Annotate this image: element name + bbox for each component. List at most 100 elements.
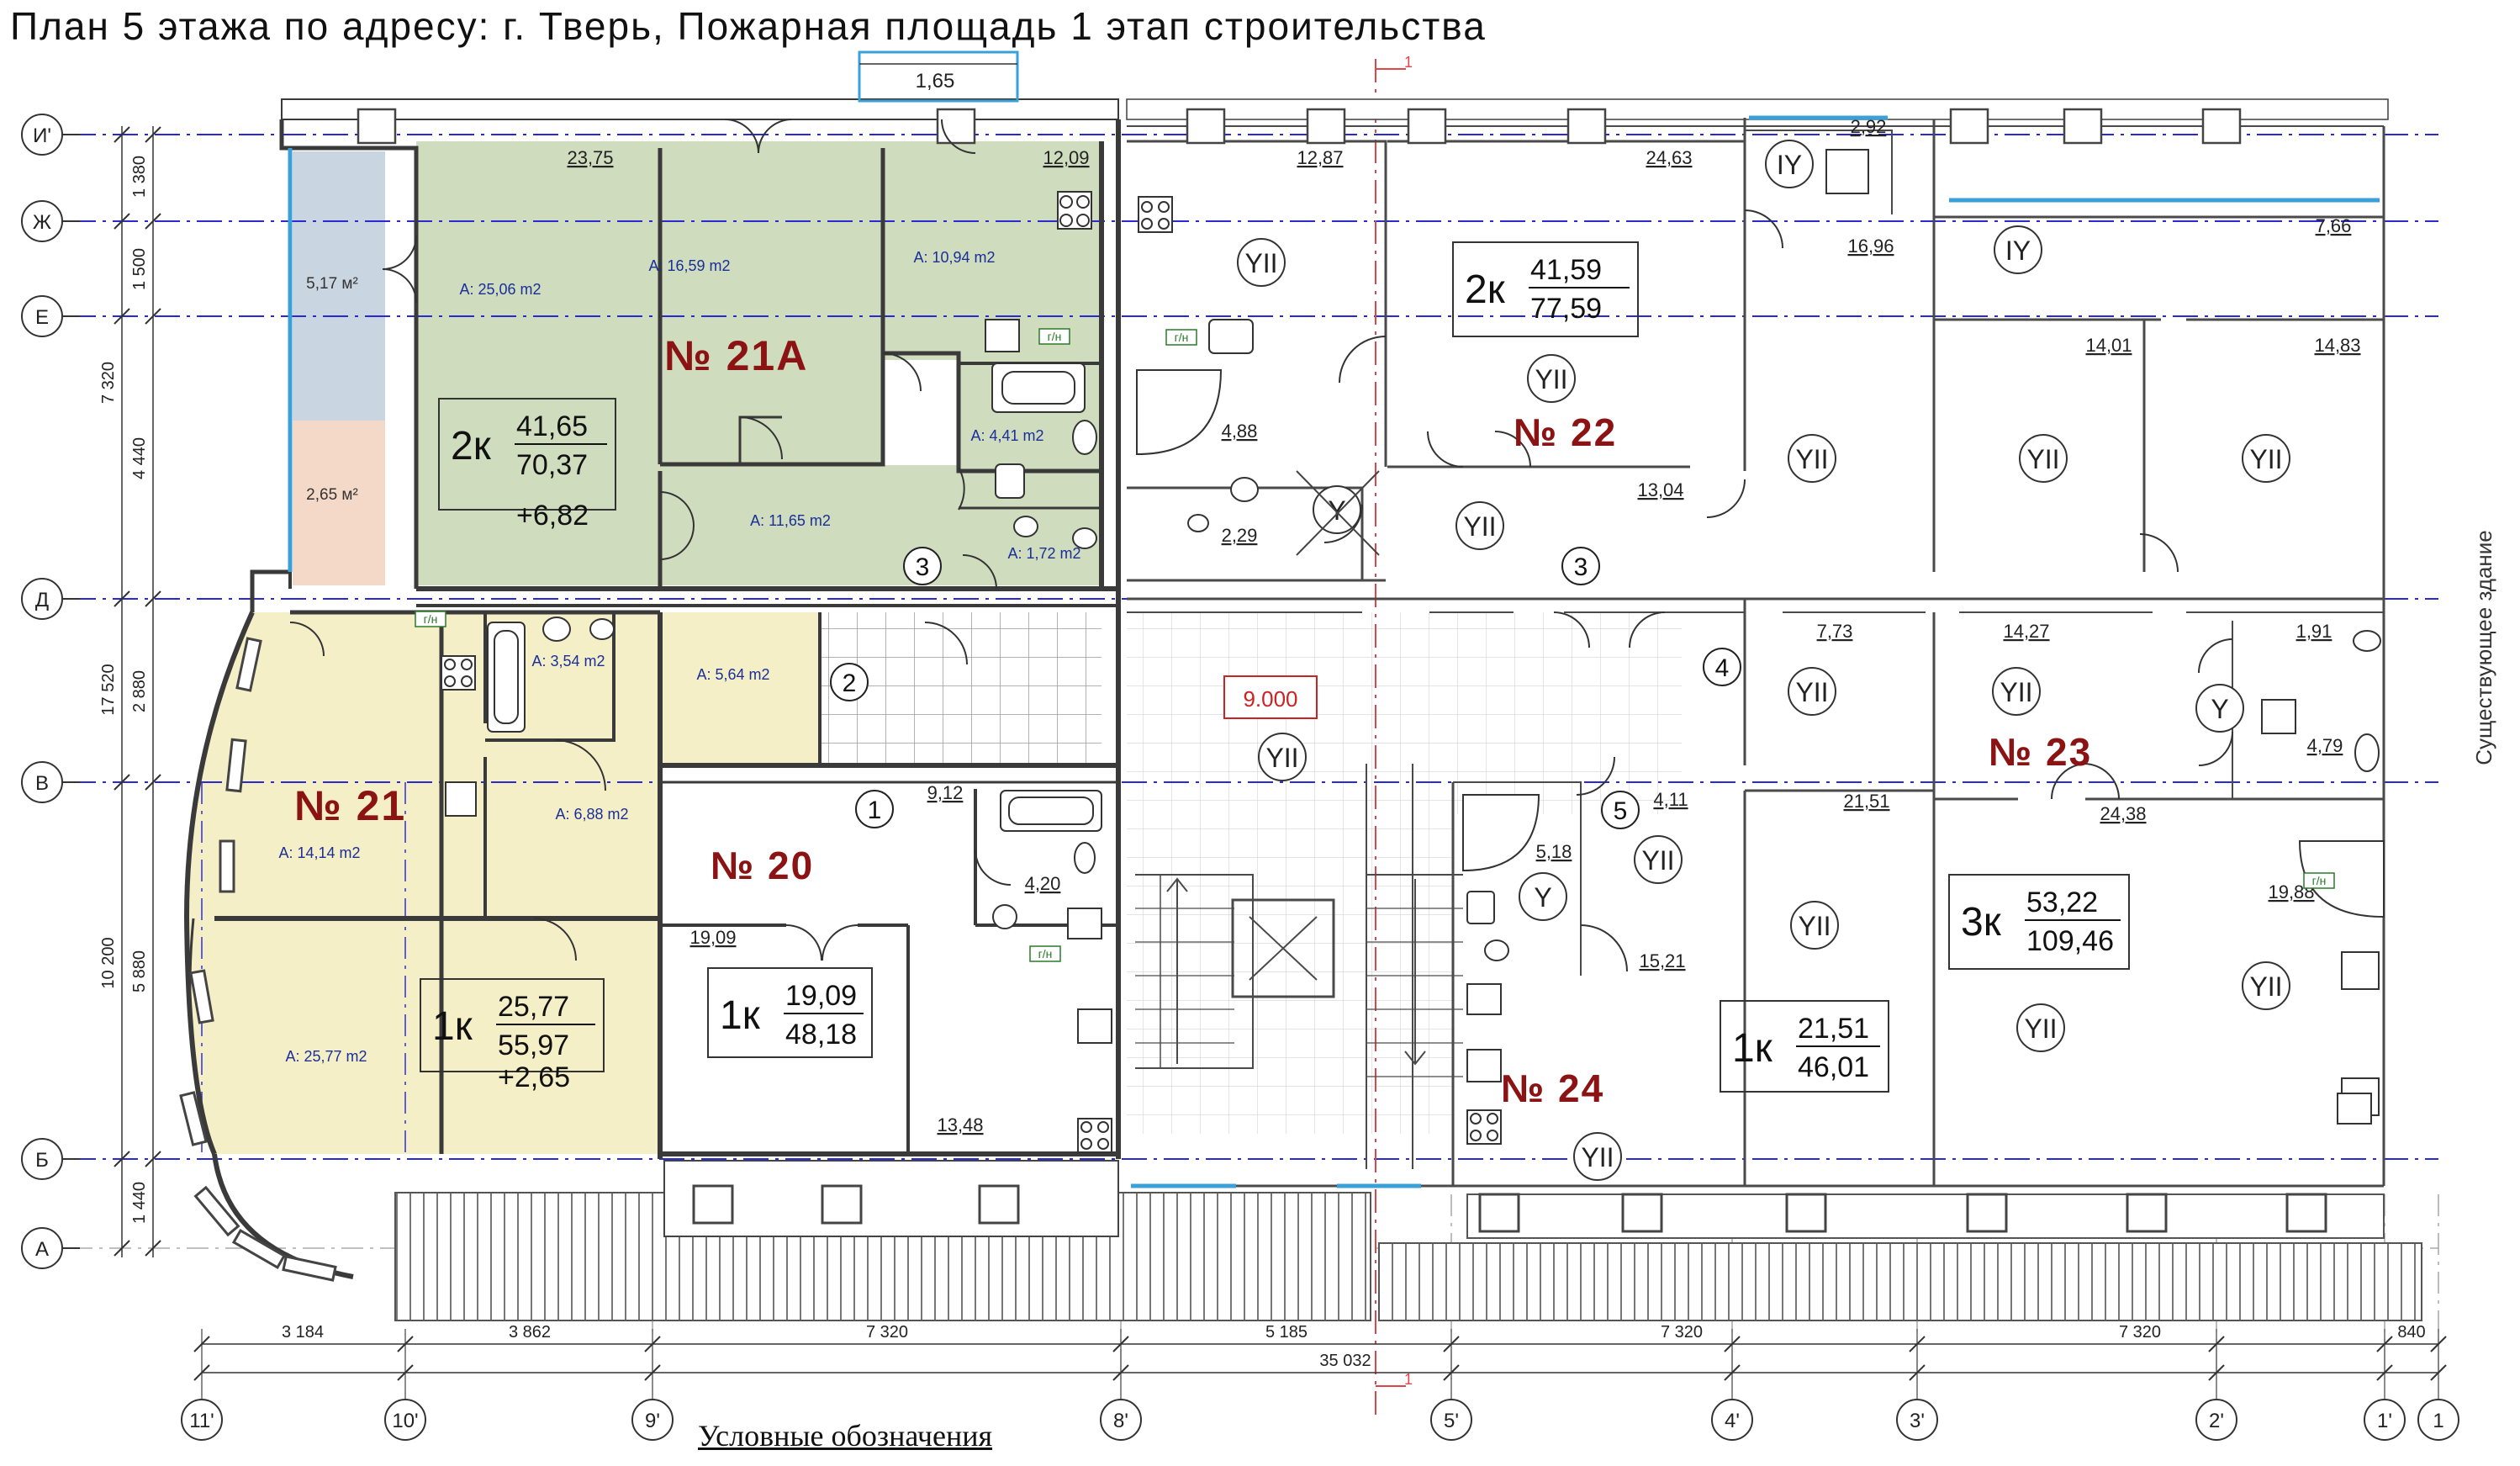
- apartment-number-apt-20: № 20: [711, 844, 814, 887]
- room-area-number: 12,09: [1043, 147, 1089, 168]
- svg-text:1: 1: [1404, 54, 1413, 71]
- apt-living-area: 53,22: [2026, 886, 2098, 918]
- room-area-label: A: 6,88 m2: [555, 806, 628, 823]
- apt-total-area: 46,01: [1798, 1051, 1869, 1083]
- svg-text:YII: YII: [2024, 1013, 2057, 1044]
- axis-col-4: 4': [1711, 1329, 1753, 1441]
- windows-top: [357, 108, 2242, 145]
- dim-left: 1 380: [130, 156, 149, 198]
- room-area-number: 14,83: [2314, 335, 2360, 356]
- axis-col-10: 10': [384, 1329, 426, 1441]
- svg-text:YII: YII: [2249, 444, 2282, 474]
- axis-row-v: В: [21, 761, 80, 803]
- windows-bottom: [692, 1184, 2327, 1233]
- glazing: [288, 50, 2380, 1188]
- room-area-number: 12,87: [1297, 147, 1343, 168]
- apt-total-area: 48,18: [785, 1019, 857, 1051]
- svg-text:3: 3: [916, 553, 930, 581]
- axis-col-8: 8': [1100, 1329, 1142, 1441]
- svg-text:YII: YII: [2026, 444, 2059, 474]
- gas-meter: г/н: [415, 611, 446, 627]
- axis-col-9: 9': [631, 1329, 674, 1441]
- apt-extra-area: +6,82: [516, 500, 589, 532]
- axis-label: Б: [35, 1149, 49, 1172]
- axis-col-2: 2': [2195, 1329, 2237, 1441]
- svg-text:YII: YII: [1795, 444, 1828, 474]
- gas-meter: г/н: [1038, 328, 1070, 345]
- axis-label: В: [35, 772, 49, 795]
- room-mark-yii: YII: [1573, 1132, 1622, 1181]
- stage-circle: 3: [903, 547, 942, 585]
- room-mark-yii: YII: [1992, 667, 2041, 716]
- apt-living-area: 25,77: [498, 991, 569, 1023]
- room-area-number: 16,96: [1847, 236, 1894, 257]
- room-mark-yii: YII: [2016, 1003, 2065, 1052]
- apartment-number-apt-23: № 23: [1989, 730, 2092, 774]
- room-mark-iy: IY: [1994, 225, 2042, 274]
- dim-left: 4 440: [130, 437, 149, 479]
- room-area-number: 5,18: [1536, 841, 1572, 862]
- apt-type: 3к: [1961, 900, 2002, 945]
- svg-text:г/н: г/н: [1048, 330, 1062, 343]
- axis-col-3: 3': [1896, 1329, 1938, 1441]
- gas-meter: г/н: [2303, 872, 2335, 889]
- axis-label: А: [35, 1238, 49, 1261]
- apt-type: 1к: [432, 1004, 473, 1049]
- svg-text:г/н: г/н: [424, 612, 438, 626]
- room-mark-yii: YII: [1237, 238, 1286, 287]
- apartment-number-apt-21a: № 21А: [664, 332, 808, 379]
- room-area-label: A: 5,64 m2: [696, 666, 769, 683]
- axis-col-5: 5': [1430, 1329, 1472, 1441]
- stage-circle: 5: [1601, 791, 1640, 829]
- svg-text:4: 4: [1715, 654, 1730, 682]
- door-swings: [289, 119, 2233, 972]
- gas-meter-labels: г/н г/н г/н г/н г/н: [415, 328, 2335, 962]
- svg-text:YII: YII: [1463, 511, 1496, 542]
- stage-circle: 1: [855, 790, 894, 828]
- room-area-number: 14,01: [2085, 335, 2132, 356]
- room-area-number: 15,21: [1639, 950, 1685, 971]
- svg-text:г/н: г/н: [2312, 874, 2327, 887]
- axis-label: 5': [1444, 1410, 1459, 1432]
- stage-circle: 3: [1561, 547, 1600, 585]
- axis-label: 2': [2209, 1410, 2224, 1432]
- dim-bottom: 7 320: [866, 1323, 908, 1342]
- room-area-label: A: 14,14 m2: [278, 844, 360, 861]
- gas-meter: г/н: [1165, 329, 1197, 346]
- dim-left: 5 880: [130, 950, 149, 992]
- room-mark-yii: YII: [1788, 434, 1836, 483]
- apt-living-area: 19,09: [785, 980, 857, 1012]
- room-area-number: 4,79: [2307, 735, 2343, 756]
- room-area-label: A: 10,94 m2: [913, 249, 995, 266]
- axis-row-b: Б: [21, 1138, 80, 1180]
- loggia-areas: 5,17 м²2,65 м²: [306, 275, 358, 504]
- axis-label: Е: [35, 306, 49, 329]
- axis-lines-col: [201, 782, 406, 1159]
- room-area-label: A: 25,06 m2: [459, 281, 541, 298]
- elevation-mark: 9.000: [1223, 675, 1318, 719]
- axis-label: 3': [1910, 1410, 1925, 1432]
- axis-col-1p: 1': [2364, 1329, 2406, 1441]
- room-mark-yii: YII: [2242, 961, 2290, 1010]
- svg-text:YII: YII: [1795, 677, 1828, 707]
- axis-label: 9': [645, 1410, 660, 1432]
- room-area-label: A: 11,65 m2: [750, 512, 831, 529]
- svg-text:г/н: г/н: [1038, 947, 1053, 961]
- room-area-number: 2,29: [1222, 525, 1258, 546]
- apartment-number-apt-21: № 21: [294, 782, 406, 829]
- room-area-number: 7,73: [1817, 621, 1853, 642]
- axis-row-zh: Ж: [21, 200, 80, 242]
- axis-row-a: А: [21, 1227, 80, 1269]
- dim-bottom: 5 185: [1265, 1323, 1308, 1342]
- axis-label: 11': [189, 1410, 214, 1432]
- room-mark-y: Y: [1519, 872, 1567, 921]
- room-mark-yii: YII: [2019, 434, 2068, 483]
